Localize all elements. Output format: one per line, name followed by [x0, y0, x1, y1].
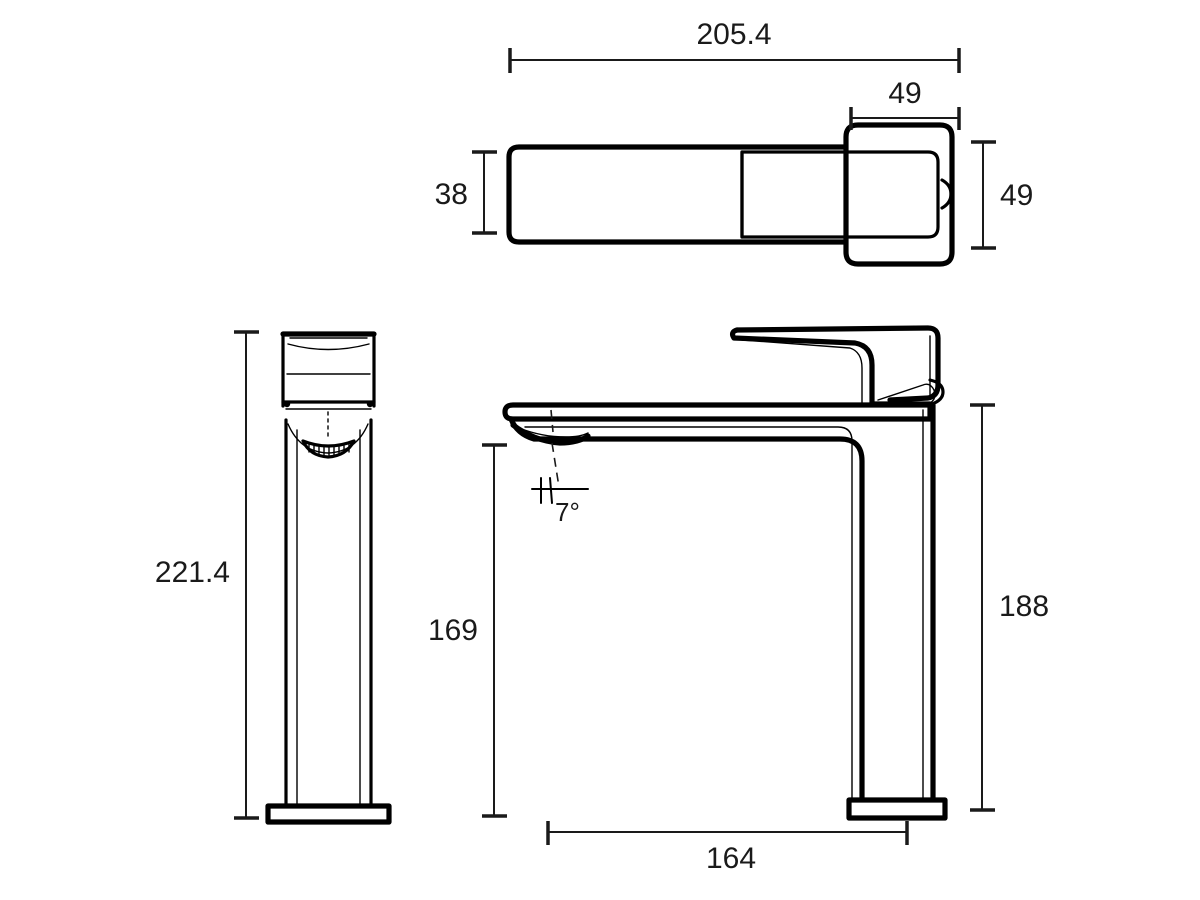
front-head-corner-right	[366, 400, 374, 408]
side-view: 7° 169	[428, 325, 1049, 875]
side-spout-top-arm	[502, 402, 933, 422]
dim-169-label: 169	[428, 614, 478, 647]
dim-49-top-label: 49	[888, 77, 921, 110]
side-outlet-centerline-lower	[551, 442, 560, 488]
side-outlet-centerline-upper	[550, 409, 554, 433]
dim-49-right-label: 49	[1000, 179, 1033, 212]
side-angle-inclined-ref	[549, 477, 553, 504]
dimension-164: 164	[546, 821, 909, 875]
top-lever-nub	[940, 178, 953, 210]
front-column-sides	[284, 418, 373, 808]
dim-38-label: 38	[435, 178, 468, 211]
front-base-fill	[268, 806, 389, 822]
dimension-205-4: 205.4	[508, 18, 961, 73]
dimension-221-4: 221.4	[155, 330, 259, 820]
top-handle-inner-outline	[740, 150, 940, 239]
front-view: 221.4	[155, 330, 392, 825]
front-column-inner-lines	[296, 429, 361, 807]
dim-7-degree-label: 7°	[555, 497, 580, 527]
side-aerator-inner	[518, 427, 589, 438]
front-base-flange	[265, 803, 392, 825]
dim-205-4-label: 205.4	[696, 18, 771, 51]
front-head-top-curve	[287, 343, 370, 351]
dim-188-label: 188	[999, 590, 1049, 623]
side-collar-nub	[928, 378, 945, 406]
front-aerator-teeth	[308, 444, 350, 456]
side-lever-underside	[729, 327, 875, 406]
side-lever-inner-line	[741, 339, 863, 404]
dimension-49-right: 49	[971, 140, 1033, 250]
side-spout-lower-profile	[508, 416, 865, 803]
front-head-sides	[281, 332, 376, 408]
side-lever-outer	[734, 325, 941, 403]
dim-164-label: 164	[706, 842, 756, 875]
dimension-169: 169	[428, 443, 507, 818]
top-handle-fill	[846, 125, 952, 264]
dimension-49-top: 49	[849, 77, 961, 130]
front-head-corner-left	[283, 400, 291, 408]
dimension-188: 188	[970, 403, 1049, 812]
side-spout-inner-line	[524, 426, 853, 801]
side-base-fill	[849, 800, 945, 818]
side-base-flange	[846, 797, 948, 821]
top-view: 205.4 49 38 49	[435, 18, 1033, 267]
dim-221-4-label: 221.4	[155, 556, 230, 589]
front-aerator-bowl	[287, 423, 369, 454]
top-handle-outline	[843, 122, 955, 267]
dimension-38: 38	[435, 150, 497, 235]
side-collar-bevel	[877, 383, 936, 404]
side-aerator-outlet	[510, 422, 591, 446]
